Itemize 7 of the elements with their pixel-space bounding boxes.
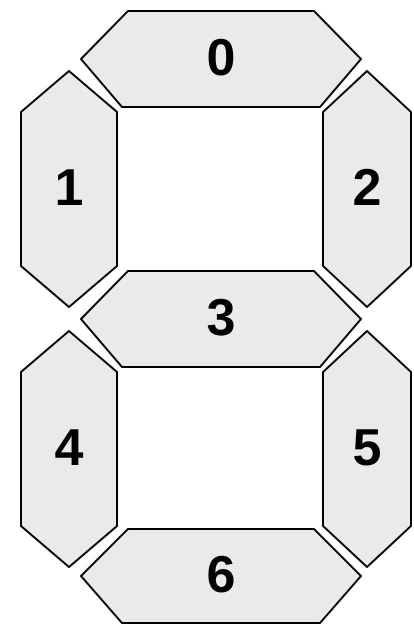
segment-number: 5 [352, 422, 382, 474]
segment-number: 2 [352, 162, 382, 214]
segment-number: 6 [206, 548, 236, 601]
segment-number: 0 [206, 32, 236, 84]
segment-number: 1 [54, 162, 84, 214]
segment-number: 4 [54, 422, 84, 474]
segment-number: 3 [206, 292, 236, 344]
